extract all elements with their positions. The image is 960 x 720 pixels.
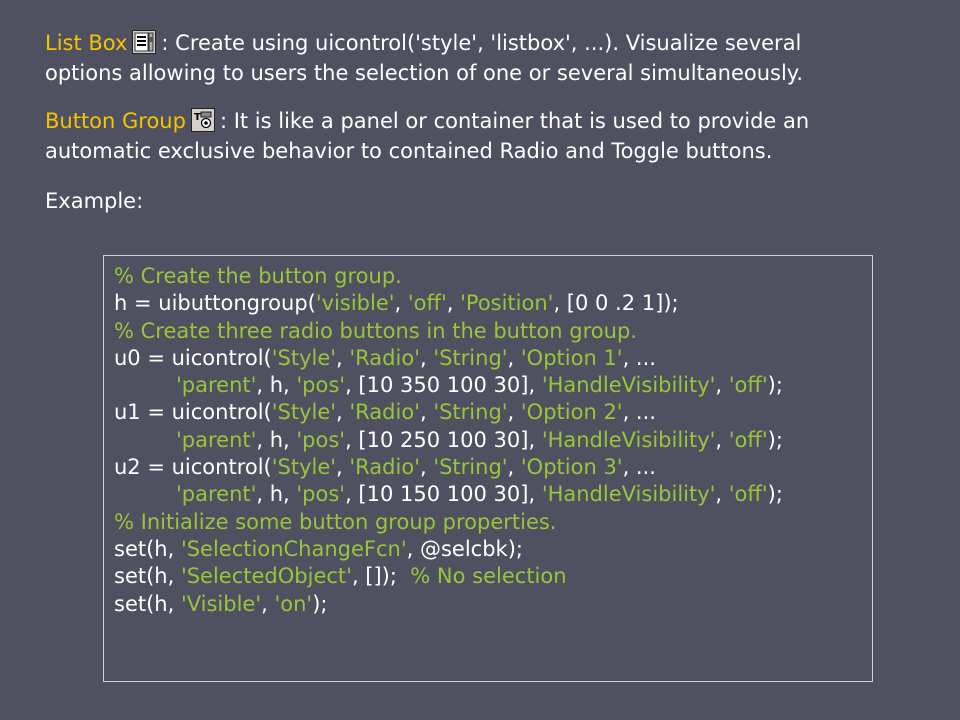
listbox-icon [132,30,157,54]
code-line-set-selected-object: set(h, 'SelectedObject', []); % No selec… [114,564,567,589]
listbox-description: List Box: Create using uicontrol('style'… [45,30,803,85]
code-line-u2-params: 'parent', h, 'pos', [10 150 100 30], 'Ha… [176,482,783,507]
code-line-comment: % Create three radio buttons in the butt… [114,318,637,343]
code-line-comment: % Create the button group. [114,264,402,288]
code-line-u0: u0 = uicontrol('Style', 'Radio', 'String… [114,345,656,370]
listbox-term: List Box [45,31,128,55]
code-line-uibuttongroup: h = uibuttongroup('visible', 'off', 'Pos… [114,291,679,316]
code-line-set-selection-change: set(h, 'SelectionChangeFcn', @selcbk); [114,536,523,561]
button-group-icon: T [190,108,215,132]
code-line-comment: % Initialize some button group propertie… [114,509,557,534]
code-line-set-visible: set(h, 'Visible', 'on'); [114,591,328,616]
listbox-description-line2: options allowing to users the selection … [45,61,803,85]
example-label: Example: [45,189,144,213]
code-line-u1: u1 = uicontrol('Style', 'Radio', 'String… [114,400,656,425]
code-line-u2: u2 = uicontrol('Style', 'Radio', 'String… [114,455,656,480]
button-group-description-line2: automatic exclusive behavior to containe… [45,139,773,163]
code-example-box: % Create the button group. h = uibuttong… [103,255,873,682]
svg-text:T: T [194,112,201,123]
button-group-term: Button Group [45,109,186,133]
code-line-u0-params: 'parent', h, 'pos', [10 350 100 30], 'Ha… [176,373,783,398]
code-line-u1-params: 'parent', h, 'pos', [10 250 100 30], 'Ha… [176,427,783,452]
